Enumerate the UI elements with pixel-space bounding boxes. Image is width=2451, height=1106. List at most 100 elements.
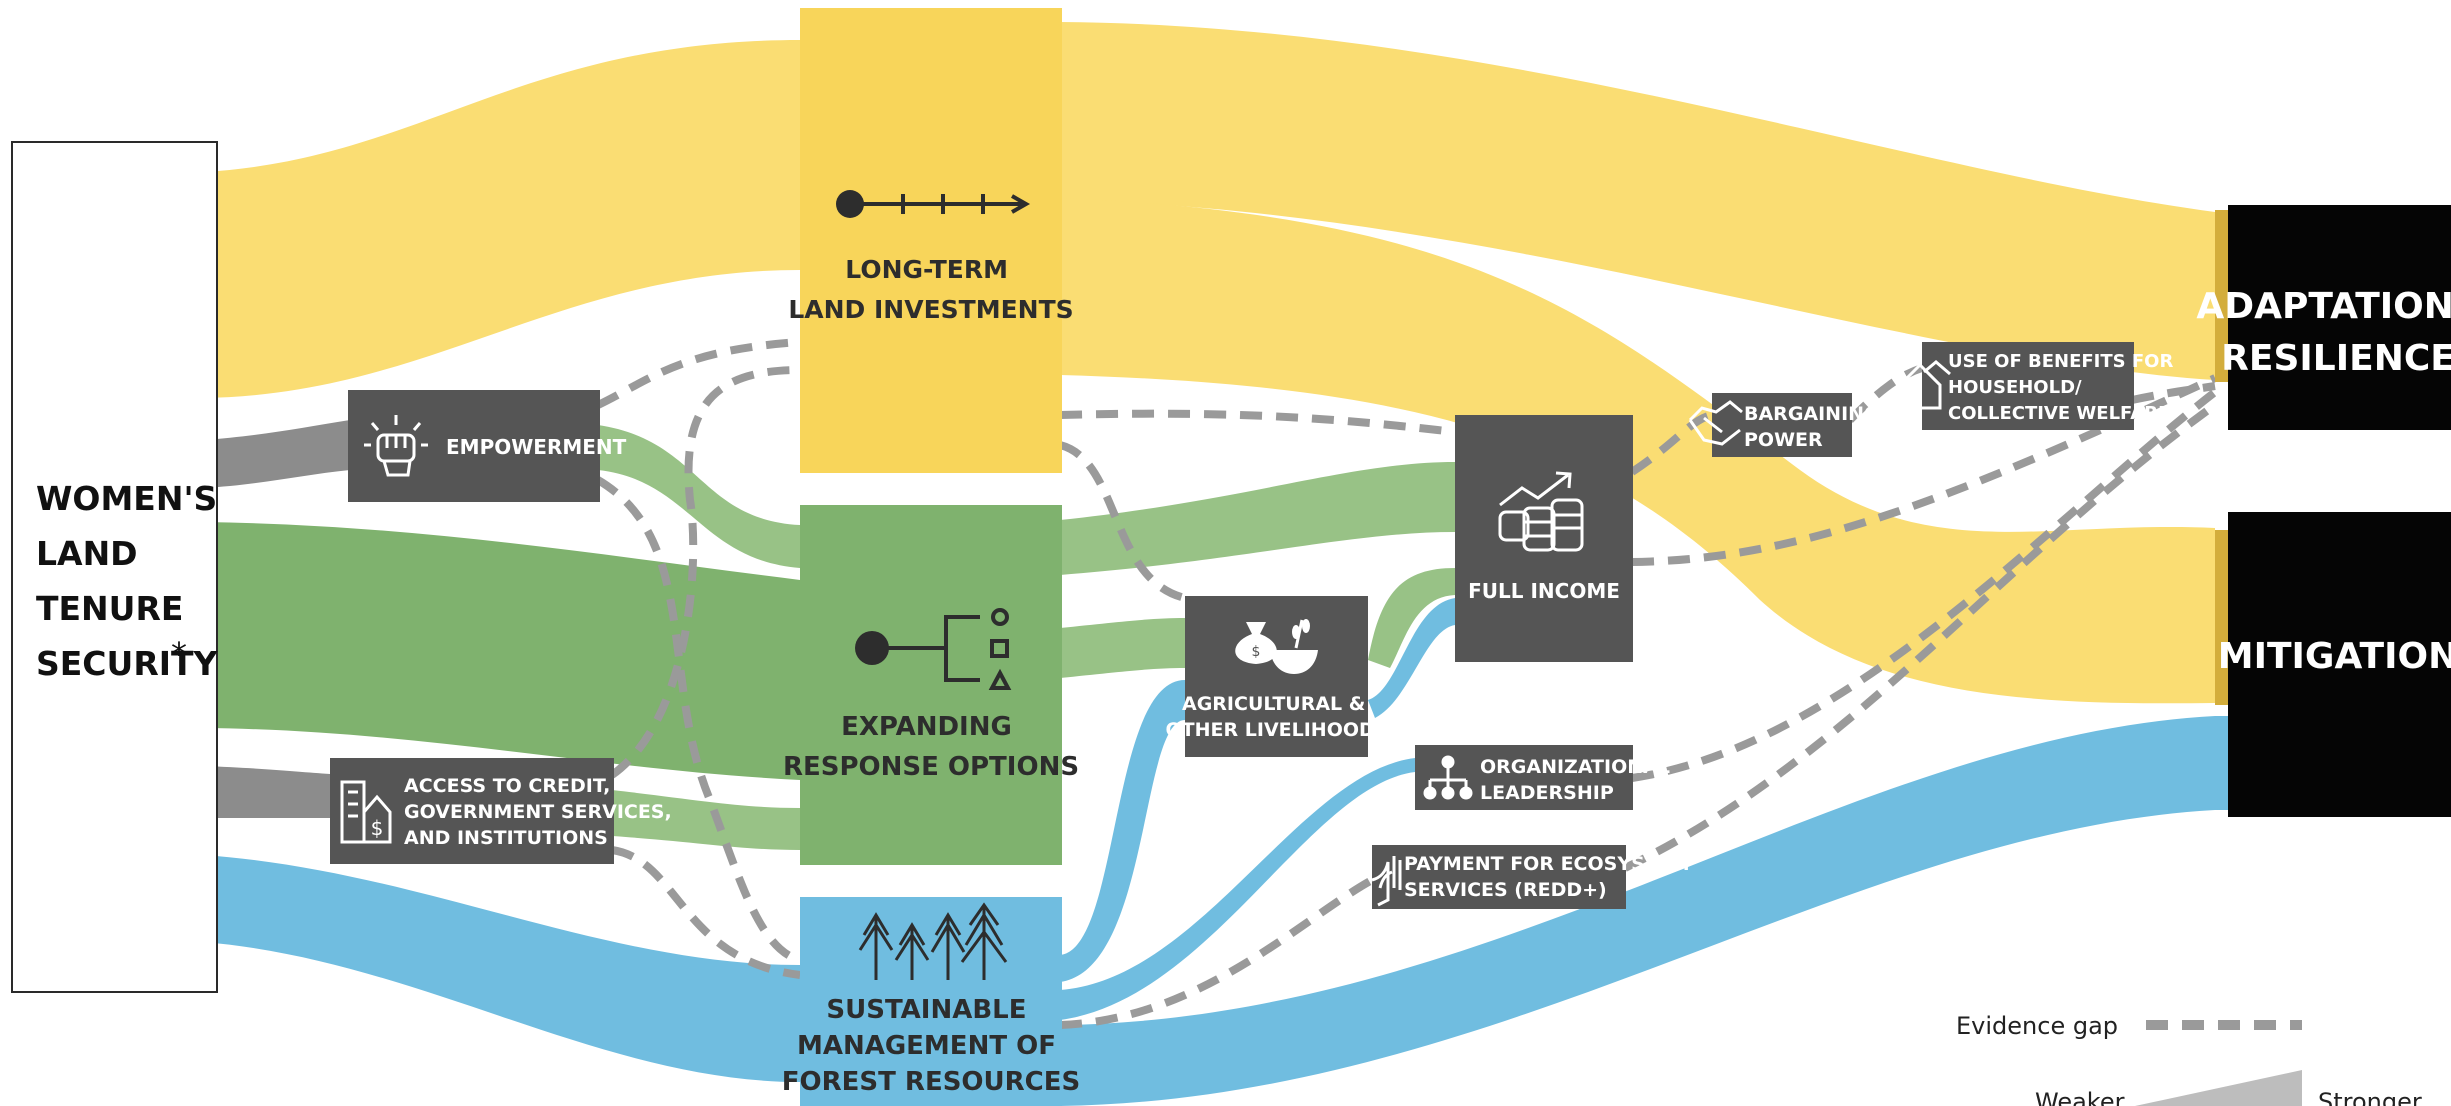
adaptation-label-line: ADAPTATION/ <box>2196 286 2451 327</box>
gap-benefits-to-adaptation <box>2131 382 2216 404</box>
leadership-label: ORGANIZATIONAL LEADERSHIP <box>1480 756 1677 804</box>
leadership-box <box>1415 745 1633 810</box>
investments-label-line: LONG-TERM <box>845 255 1008 284</box>
gap-investments-to-income <box>1059 409 1456 436</box>
pathway-response: EXPANDING RESPONSE OPTIONS <box>783 505 1079 865</box>
benefits-label-line: USE OF BENEFITS FOR <box>1948 351 2173 372</box>
mitigation-blue-edge <box>2215 716 2230 810</box>
credit-label-line: ACCESS TO CREDIT, <box>404 775 610 797</box>
empowerment-label: EMPOWERMENT <box>446 435 627 459</box>
livelihoods-label-line: OTHER LIVELIHOODS <box>1166 719 1389 741</box>
flow-tenure-to-credit <box>203 766 330 818</box>
gap-income-to-adaptation <box>1631 374 2217 566</box>
investments-label: LONG-TERM LAND INVESTMENTS <box>788 255 1073 324</box>
credit-box <box>330 758 614 864</box>
factor-empowerment: EMPOWERMENT <box>348 390 627 502</box>
forest-label-line: MANAGEMENT OF <box>797 1031 1056 1061</box>
benefits-label-line: COLLECTIVE WELFARE <box>1948 403 2170 424</box>
factor-benefits: USE OF BENEFITS FOR HOUSEHOLD/ COLLECTIV… <box>1898 342 2180 430</box>
adaptation-label-line: RESILIENCE <box>2221 338 2451 379</box>
income-label: FULL INCOME <box>1468 579 1620 603</box>
source-title-line: WOMEN'S <box>36 479 217 518</box>
source-title-line: SECURITY <box>36 644 219 683</box>
livelihoods-label: AGRICULTURAL & OTHER LIVELIHOODS <box>1166 693 1389 741</box>
credit-label-line: AND INSTITUTIONS <box>404 827 608 849</box>
houses-icon <box>1898 360 1951 410</box>
forest-label: SUSTAINABLE MANAGEMENT OF FOREST RESOURC… <box>782 995 1080 1097</box>
leadership-label-line: LEADERSHIP <box>1480 782 1614 804</box>
adaptation-gold-edge <box>2215 210 2230 382</box>
gap-leadership-to-adaptation <box>1631 388 2218 782</box>
forest-label-line: SUSTAINABLE <box>826 995 1026 1025</box>
gap-empowerment-to-investments <box>596 338 801 409</box>
pathway-investments: LONG-TERM LAND INVESTMENTS <box>788 8 1074 473</box>
response-label-line: EXPANDING <box>841 712 1012 742</box>
flow-credit-to-response <box>612 790 800 850</box>
forest-label-line: FOREST RESOURCES <box>782 1067 1080 1097</box>
gap-credit-to-investments <box>609 366 801 779</box>
gap-income-to-bargaining <box>1629 411 1714 476</box>
empowerment-label-line: EMPOWERMENT <box>446 435 627 459</box>
flow-forest-to-mitigation <box>1060 716 2215 1106</box>
legend-evidence-gap-label: Evidence gap <box>1956 1012 2118 1040</box>
response-label: EXPANDING RESPONSE OPTIONS <box>783 712 1079 782</box>
handshake-icon <box>1688 400 1743 446</box>
bargaining-box <box>1712 393 1852 457</box>
mitigation-gold-edge <box>2215 530 2230 705</box>
factor-bargaining: BARGAINING POWER <box>1688 393 1880 457</box>
flow-tenure-to-response <box>203 522 800 780</box>
factor-livelihoods: $ AGRICULTURAL & OTHER LIVELIHOODS <box>1166 596 1389 757</box>
payment-label: PAYMENT FOR ECOSYSTEM SERVICES (REDD+) <box>1404 853 1696 901</box>
forest-box <box>800 897 1062 1106</box>
bargaining-label-line: BARGAINING <box>1744 403 1880 425</box>
pine-trees-icon <box>858 902 1008 980</box>
benefits-label: USE OF BENEFITS FOR HOUSEHOLD/ COLLECTIV… <box>1948 351 2180 424</box>
payment-label-line: SERVICES (REDD+) <box>1404 879 1607 901</box>
outcome-adaptation: ADAPTATION/ RESILIENCE <box>2196 205 2451 430</box>
legend: Evidence gap Weaker Stronger <box>1956 1012 2422 1106</box>
money-bag-bowl-icon: $ <box>1235 619 1318 674</box>
svg-text:$: $ <box>371 816 384 840</box>
source-box-frame <box>11 141 218 993</box>
flow-livelihoods-to-income-blue <box>1368 598 1455 718</box>
gap-payment-to-adaptation <box>1623 401 2218 872</box>
raised-fist-icon <box>364 415 428 477</box>
source-title: WOMEN'S LAND TENURE SECURITY <box>36 479 229 683</box>
investments-box <box>800 8 1062 473</box>
flow-investments-to-mitigation <box>1060 198 2215 704</box>
legend-weaker-label: Weaker <box>2035 1088 2125 1106</box>
timeline-arrow-icon <box>836 190 1031 218</box>
flow-forest-to-livelihoods <box>1060 680 1185 982</box>
adaptation-box <box>2228 205 2451 430</box>
flow-investments-to-adaptation <box>1060 22 2215 380</box>
branching-options-icon <box>855 608 1012 690</box>
source-title-line: LAND <box>36 534 138 573</box>
building-dollar-icon: $ <box>340 780 392 844</box>
empowerment-box <box>348 390 600 502</box>
org-chart-icon <box>1423 755 1473 800</box>
legend-stronger-label: Stronger <box>2318 1088 2422 1106</box>
bargaining-label-line: POWER <box>1744 429 1823 451</box>
outcome-mitigation: MITIGATION <box>2215 512 2451 817</box>
livelihoods-box <box>1185 596 1368 757</box>
pathway-forest: SUSTAINABLE MANAGEMENT OF FOREST RESOURC… <box>782 897 1080 1106</box>
flows <box>203 22 2215 1106</box>
credit-label-line: GOVERNMENT SERVICES, <box>404 801 672 823</box>
flow-response-to-livelihoods <box>1060 618 1185 678</box>
factor-payment: PAYMENT FOR ECOSYSTEM SERVICES (REDD+) <box>1371 845 1696 909</box>
legend-strength-wedge <box>2135 1070 2302 1106</box>
leadership-label-line: ORGANIZATIONAL <box>1480 756 1670 778</box>
growth-coins-icon <box>1498 471 1584 552</box>
flow-livelihoods-to-income <box>1368 568 1455 668</box>
payment-label-line: PAYMENT FOR ECOSYSTEM <box>1404 853 1690 875</box>
gap-empowerment-to-forest <box>595 476 802 964</box>
gap-forest-to-payment <box>1059 876 1374 1029</box>
source-asterisk: * <box>171 635 187 673</box>
income-label-line: FULL INCOME <box>1468 579 1620 603</box>
payment-box <box>1372 845 1626 909</box>
svg-text:$: $ <box>1252 644 1261 660</box>
flow-tenure-to-investments <box>203 40 800 398</box>
flow-tenure-to-forest <box>203 855 800 1082</box>
gap-credit-to-forest <box>611 846 801 979</box>
flow-tenure-to-empowerment <box>203 420 350 488</box>
